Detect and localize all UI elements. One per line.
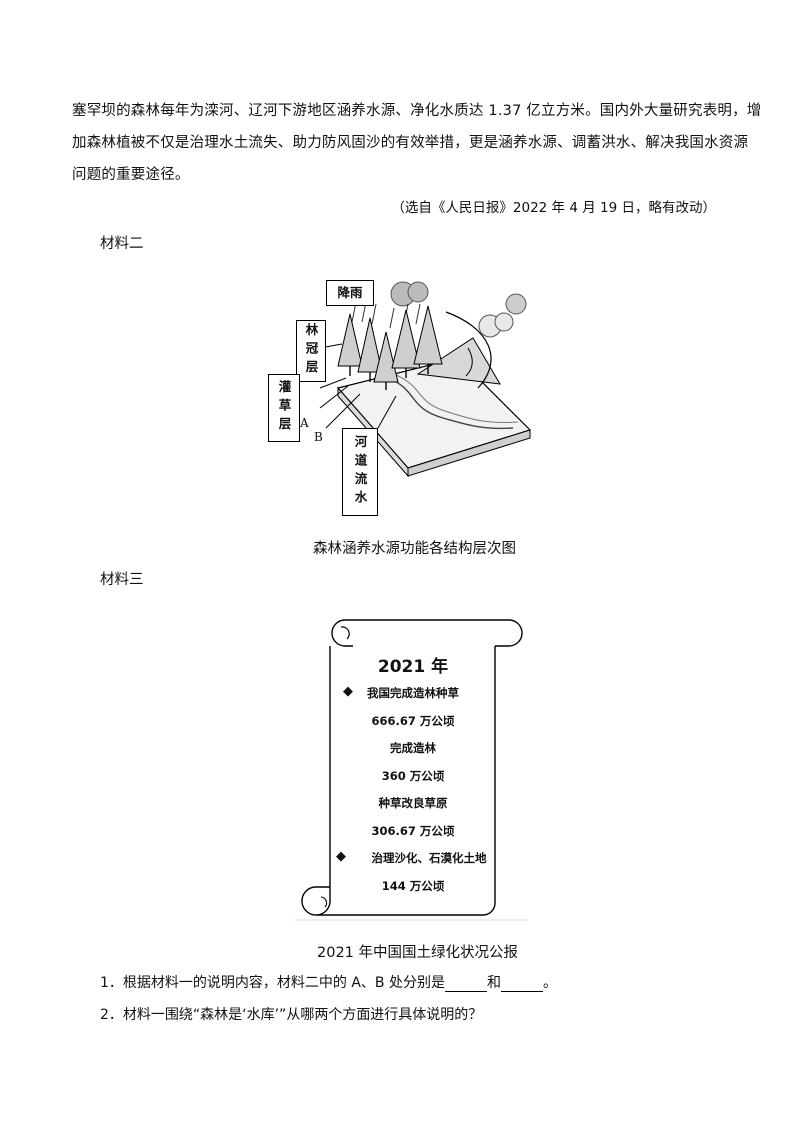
diamond-bullet-icon: ◆: [336, 849, 346, 864]
paragraph-line: 问题的重要途径。: [72, 167, 190, 183]
scroll-line: 种草改良草原: [378, 796, 448, 810]
point-b-label: B: [314, 430, 323, 444]
answer-blank-a[interactable]: [445, 977, 487, 992]
scroll-graphic: [295, 617, 527, 921]
scroll-line: 666.67 万公顷: [371, 714, 455, 728]
forest-water-diagram: 降雨 林冠层 灌草层 河道流水 A B: [268, 278, 536, 518]
paragraph-line: 塞罕坝的森林每年为滦河、辽河下游地区涵养水源、净化水质达 1.37 亿立方米。国…: [72, 103, 762, 119]
question-1-and: 和: [487, 975, 501, 991]
scroll-line: 306.67 万公顷: [371, 824, 455, 838]
point-a-label: A: [300, 416, 309, 430]
question-1: 1．根据材料一的说明内容，材料二中的 A、B 处分别是 和 。: [100, 972, 557, 992]
shrub-layer-label: 灌草层: [268, 374, 300, 442]
material1-paragraph: 塞罕坝的森林每年为滦河、辽河下游地区涵养水源、净化水质达 1.37 亿立方米。国…: [72, 98, 762, 188]
diagram-caption: 森林涵养水源功能各结构层次图: [313, 541, 516, 557]
river-flow-label: 河道流水: [342, 428, 378, 516]
diamond-bullet-icon: ◆: [343, 684, 353, 699]
scroll-line: 完成造林: [390, 741, 436, 755]
scroll-outline: [295, 619, 527, 921]
question-2: 2．材料一围绕“森林是‘水库’”从哪两个方面进行具体说明的？: [100, 1007, 483, 1023]
paragraph-line: 加森林植被不仅是治理水土流失、助力防风固沙的有效举措，更是涵养水源、调蓄洪水、解…: [72, 135, 749, 151]
material3-label: 材料三: [100, 572, 144, 588]
scroll-line: 360 万公顷: [381, 769, 445, 783]
forest-diagram-illustration: [319, 281, 532, 478]
canopy-layer-label: 林冠层: [296, 320, 326, 382]
question-1-text: 1．根据材料一的说明内容，材料二中的 A、B 处分别是: [100, 975, 445, 991]
scroll-line: 治理沙化、石漠化土地: [371, 851, 487, 865]
rain-label: 降雨: [326, 280, 374, 306]
scroll-year: 2021 年: [377, 657, 449, 677]
scroll-line: 144 万公顷: [381, 879, 445, 893]
scroll-line: 我国完成造林种草: [367, 686, 459, 700]
question-1-end: 。: [543, 975, 557, 991]
answer-blank-b[interactable]: [501, 977, 543, 992]
material2-label: 材料二: [100, 236, 144, 252]
scroll-caption: 2021 年中国国土绿化状况公报: [317, 945, 519, 961]
source-citation: （选自《人民日报》2022 年 4 月 19 日，略有改动）: [391, 200, 716, 216]
